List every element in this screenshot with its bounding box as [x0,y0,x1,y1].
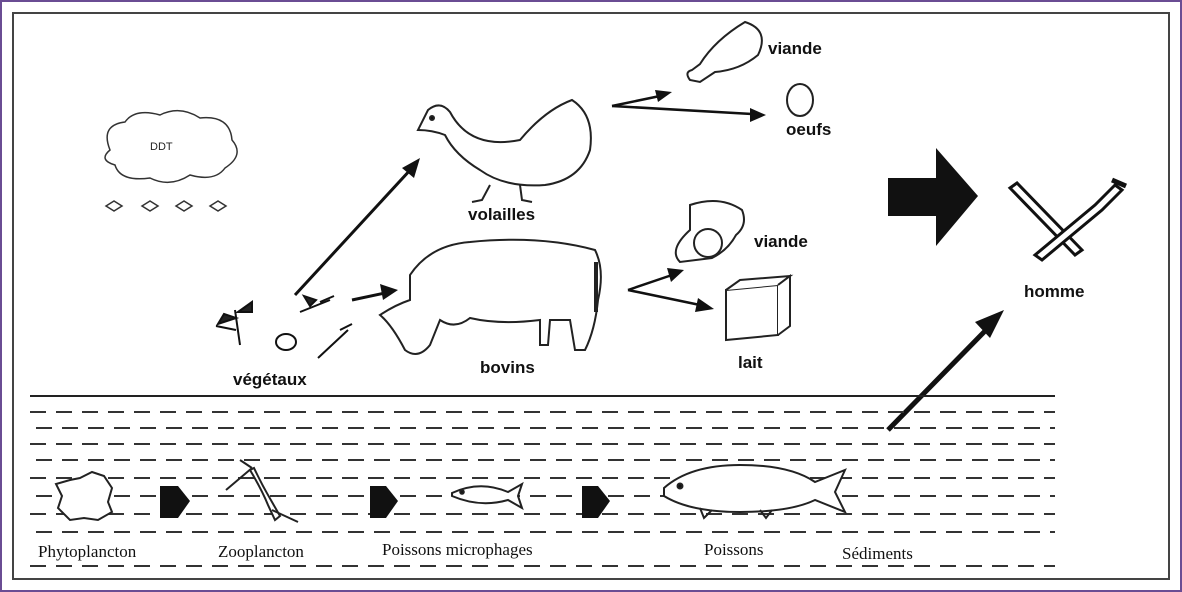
small-fish-icon [452,484,522,508]
beef-label: viande [754,232,808,252]
human-label: homme [1024,282,1084,302]
chicken-icon [418,100,591,202]
poultry-label: volailles [468,205,535,225]
plants-label: végétaux [233,370,307,390]
eggs-label: oeufs [786,120,831,140]
meat-roll-icon [676,201,744,262]
human-utensils-icon [1010,180,1126,260]
plants-icon [216,296,352,358]
big-arrow-icon [888,148,978,246]
fish-label: Poissons [704,540,764,560]
phytoplankton-label: Phytoplancton [38,542,136,562]
water-dashes [30,412,1055,566]
milk-carton-icon [726,276,790,340]
microphagous-fish-label: Poissons microphages [382,540,533,560]
zooplankton-label: Zooplancton [218,542,304,562]
egg-icon [787,84,813,116]
drumstick-icon [687,22,761,82]
zooplankton-icon [226,460,298,522]
phytoplankton-icon [56,472,112,520]
aquatic-arrow-2 [370,486,398,518]
aquatic-arrow-1 [160,486,190,518]
cattle-label: bovins [480,358,535,378]
milk-label: lait [738,353,763,373]
droplets-icon [106,201,226,211]
big-fish-icon [664,465,845,518]
poultry-meat-label: viande [768,39,822,59]
cow-icon [380,240,601,354]
sediments-label: Sédiments [842,544,913,564]
ddt-label: DDT [150,141,173,153]
